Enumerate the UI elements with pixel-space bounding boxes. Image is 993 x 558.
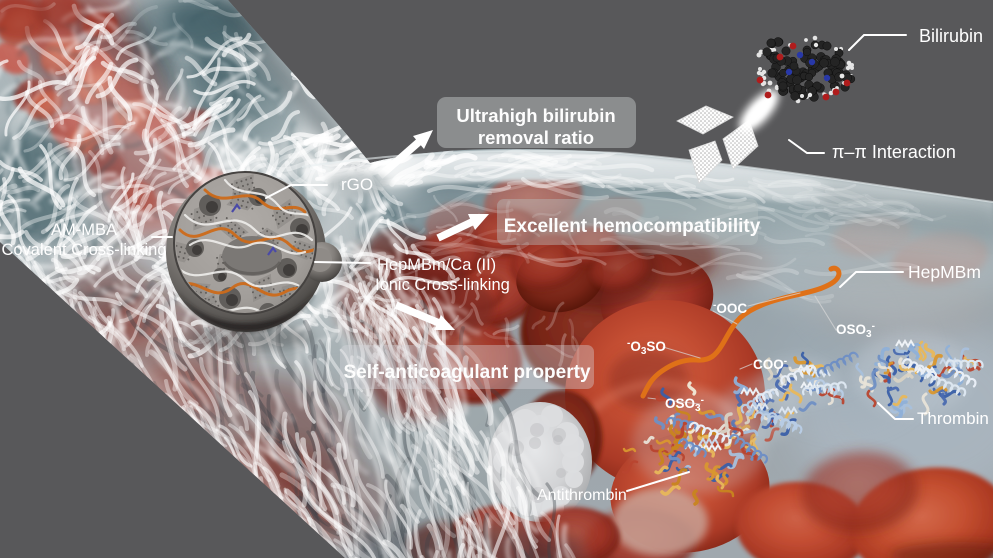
svg-text:AM-MBA: AM-MBA	[51, 221, 117, 239]
svg-text:OSO3-: OSO3-	[665, 395, 704, 414]
svg-text:Self-anticoagulant property: Self-anticoagulant property	[343, 362, 590, 383]
svg-text:COO-: COO-	[753, 356, 787, 372]
svg-text:HepMBm: HepMBm	[908, 262, 981, 282]
svg-text:Ultrahigh bilirubin: Ultrahigh bilirubin	[456, 105, 615, 126]
svg-text:Bilirubin: Bilirubin	[919, 26, 983, 46]
svg-text:removal ratio: removal ratio	[478, 127, 594, 148]
svg-text:π–π Interaction: π–π Interaction	[832, 142, 956, 162]
svg-text:Antithrombin: Antithrombin	[537, 487, 627, 504]
svg-text:-OOC: -OOC	[713, 300, 747, 316]
svg-text:Thrombin: Thrombin	[917, 409, 989, 428]
svg-text:Excellent hemocompatibility: Excellent hemocompatibility	[504, 216, 761, 237]
svg-text:OSO3-: OSO3-	[836, 321, 875, 340]
svg-text:-O3SO: -O3SO	[627, 338, 666, 357]
svg-text:Covalent Cross-linking: Covalent Cross-linking	[1, 241, 166, 259]
svg-text:rGO: rGO	[341, 175, 373, 194]
svg-text:Ionic Cross-linking: Ionic Cross-linking	[375, 276, 510, 294]
svg-text:HepMBm/Ca (II): HepMBm/Ca (II)	[377, 256, 496, 274]
